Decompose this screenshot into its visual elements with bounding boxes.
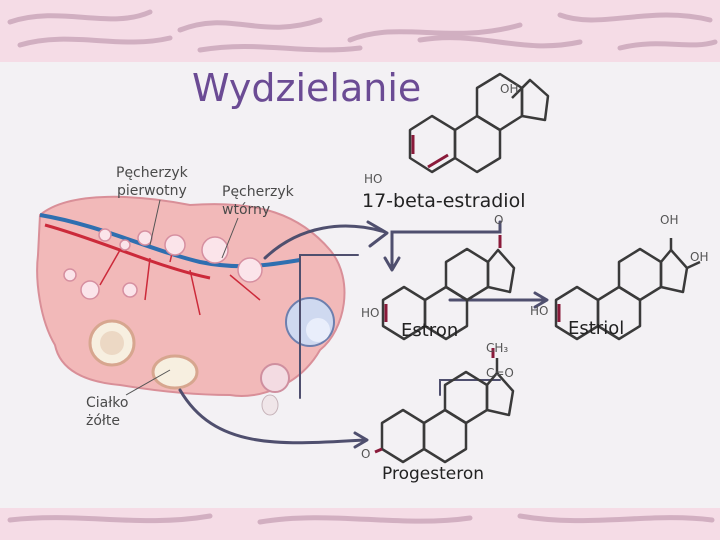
estradiol-oh: OH	[500, 82, 519, 96]
estradiol-skeleton	[408, 72, 550, 174]
pointer-lines	[125, 199, 239, 396]
progesteron-skeleton	[374, 348, 515, 464]
estriol-name: Estriol	[568, 318, 625, 339]
label-corpus-luteum: Ciałko żółte	[86, 394, 128, 430]
slide-title: Wydzielanie	[192, 66, 422, 110]
estron-ho: HO	[361, 306, 380, 320]
estriol-oh-2: OH	[690, 250, 709, 264]
estriol-skeleton	[554, 238, 701, 341]
label-secondary-follicle: Pęcherzyk wtórny	[222, 183, 294, 219]
progesteron-co: C=O	[486, 366, 514, 380]
estriol-oh-1: OH	[660, 213, 679, 227]
label-corpus-line1: Ciałko	[86, 395, 129, 411]
label-secondary-line2: wtórny	[222, 202, 271, 218]
label-secondary-line1: Pęcherzyk	[222, 184, 294, 200]
arrow-to-estradiol	[263, 224, 387, 260]
arrow-estradiol-estron	[390, 220, 502, 270]
estriol-ho: HO	[530, 304, 549, 318]
decor-strokes	[7, 9, 718, 525]
arrow-line-left	[299, 254, 359, 399]
blood-vessel-blue	[39, 213, 301, 269]
blood-vessel-red	[44, 223, 211, 280]
label-primary-line1: Pęcherzyk	[116, 165, 188, 181]
estradiol-ho: HO	[364, 172, 383, 186]
estron-skeleton	[381, 235, 516, 341]
progesteron-name: Progesteron	[382, 464, 484, 484]
top-decor-band	[0, 0, 720, 62]
progesteron-ch3: CH₃	[486, 341, 509, 355]
ovary-illustration	[36, 195, 346, 416]
progesteron-o: O	[361, 447, 371, 461]
label-primary-line2: pierwotny	[116, 183, 187, 199]
estron-name: Estron	[401, 320, 459, 341]
estradiol-name: 17-beta-estradiol	[362, 190, 526, 212]
estron-o: O	[494, 213, 504, 227]
bottom-decor-band	[0, 508, 720, 540]
corpus-luteum-2	[151, 354, 199, 390]
arrow-to-progesteron	[178, 388, 367, 445]
label-corpus-line2: żółte	[86, 413, 120, 429]
label-primary-follicle: Pęcherzyk pierwotny	[116, 164, 188, 200]
